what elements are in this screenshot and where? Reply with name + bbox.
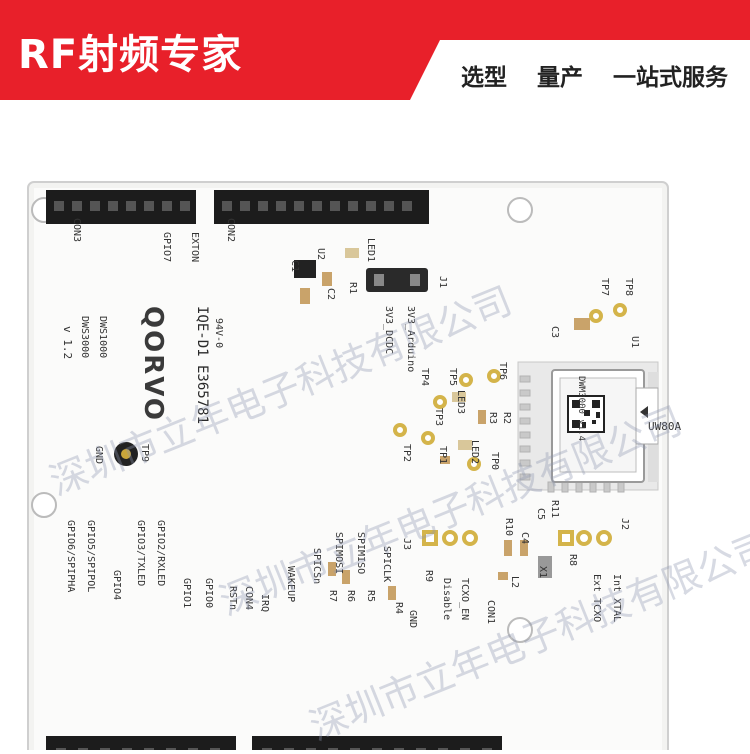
pcb-board-illustration (27, 181, 669, 754)
silk-94v0: 94V-0 (213, 318, 224, 349)
board-logo: QORVO (138, 306, 168, 422)
brand-title: RF射频专家 (18, 32, 243, 78)
silk-rstn: RSTn (227, 586, 238, 611)
silk-r8: R8 (567, 554, 578, 567)
silk-tp5: TP5 (447, 368, 458, 387)
silk-con2: CON2 (225, 218, 236, 243)
silk-c3: C3 (549, 326, 560, 339)
silk-c4: C4 (519, 532, 530, 545)
silk-gpio5: GPIO5/SPIPOL (85, 520, 96, 593)
silk-con1: CON1 (485, 600, 496, 625)
silk-gpio2: GPIO2/RXLED (155, 520, 166, 587)
silk-spicsn: SPICSn (311, 548, 322, 585)
board-part-number: IQE-D1 E365781 (194, 306, 210, 425)
silk-tp2: TP2 (401, 444, 412, 463)
silk-dws3000: DWS3000 (79, 316, 90, 359)
silk-tp7: TP7 (599, 278, 610, 297)
header-red-band (0, 0, 750, 100)
silk-c2: C2 (325, 288, 336, 301)
silk-r3: R3 (487, 412, 498, 425)
silk-r7: R7 (327, 590, 338, 603)
silk-spimosi: SPIMOSI (333, 532, 344, 575)
silk-r4: R4 (393, 602, 404, 615)
silk-tp0: TP0 (489, 452, 500, 471)
silk-int-xtal: Int XTAL (611, 574, 622, 623)
silk-gnd-tp9: GND (93, 446, 104, 465)
silk-tp1: TP1 (437, 446, 448, 465)
slogan-item-production: 量产 (536, 65, 583, 91)
silk-dws1000: DWS1000 (97, 316, 108, 359)
silk-con4: CON4 (243, 586, 254, 611)
slogan: 选型 量产 一站式服务 (439, 58, 728, 92)
silk-gpio4: GPIO4 (111, 570, 122, 601)
board-revision: v 1.2 (61, 326, 74, 360)
silk-r11: R11 (549, 500, 560, 519)
silk-3v3-arduino: 3V3_Arduino (405, 306, 416, 373)
silk-tp3: TP3 (433, 408, 444, 427)
silk-spiclk: SPICLK (381, 546, 392, 583)
silk-tp9: TP9 (139, 444, 150, 463)
silk-gnd-bottom: GND (407, 610, 418, 629)
slogan-item-service: 一站式服务 (613, 65, 728, 91)
header-banner: RF射频专家 选型 量产 一站式服务 (0, 0, 750, 100)
silk-r10: R10 (503, 518, 514, 537)
silk-j2: J2 (619, 518, 630, 531)
silk-led3: LED3 (455, 390, 466, 415)
silk-r2: R2 (501, 412, 512, 425)
silk-c5: C5 (535, 508, 546, 521)
silk-j1: J1 (437, 276, 448, 289)
silk-r9: R9 (423, 570, 434, 583)
silk-u1: U1 (629, 336, 640, 349)
silk-tp4: TP4 (419, 368, 430, 387)
silk-led1: LED1 (365, 238, 376, 263)
silk-tp8: TP8 (623, 278, 634, 297)
silk-exton: EXTON (189, 232, 200, 263)
silk-con3: CON3 (71, 218, 82, 243)
silk-x1: X1 (537, 566, 548, 579)
silk-gpio7: GPIO7 (161, 232, 172, 263)
silk-r5: R5 (365, 590, 376, 603)
silk-disable: Disable (441, 578, 452, 621)
silk-irq: IRQ (259, 594, 270, 613)
silk-gpio1: GPIO1 (181, 578, 192, 609)
silk-gpio6: GPIO6/SPIPHA (65, 520, 76, 593)
silk-u2: U2 (315, 248, 326, 261)
product-photo: CON3 GPIO7 EXTON CON2 LED1 U2 C1 C2 R1 J… (0, 100, 750, 754)
silk-ext-tcxo: Ext TCXO (591, 574, 602, 623)
silk-spimiso: SPIMISO (355, 532, 366, 575)
silk-tp6: TP6 (497, 362, 508, 381)
silk-wakeup: WAKEUP (285, 566, 296, 603)
silk-r1: R1 (347, 282, 358, 295)
module-label: DWM3000 v1.4 (576, 376, 586, 442)
slogan-item-select: 选型 (460, 65, 507, 91)
silk-c1: C1 (289, 260, 300, 273)
silk-tcxo-en: TCXO_EN (459, 578, 470, 621)
silk-r6: R6 (345, 590, 356, 603)
silk-gpio0: GPIO0 (203, 578, 214, 609)
silk-gpio3: GPIO3/TXLED (135, 520, 146, 587)
silk-l2: L2 (509, 576, 520, 589)
silk-3v3-dcdc: 3V3_DCDC (383, 306, 394, 355)
silk-j3: J3 (401, 538, 412, 551)
silk-led2: LED2 (469, 440, 480, 465)
chip-label: UW80A (648, 420, 682, 433)
